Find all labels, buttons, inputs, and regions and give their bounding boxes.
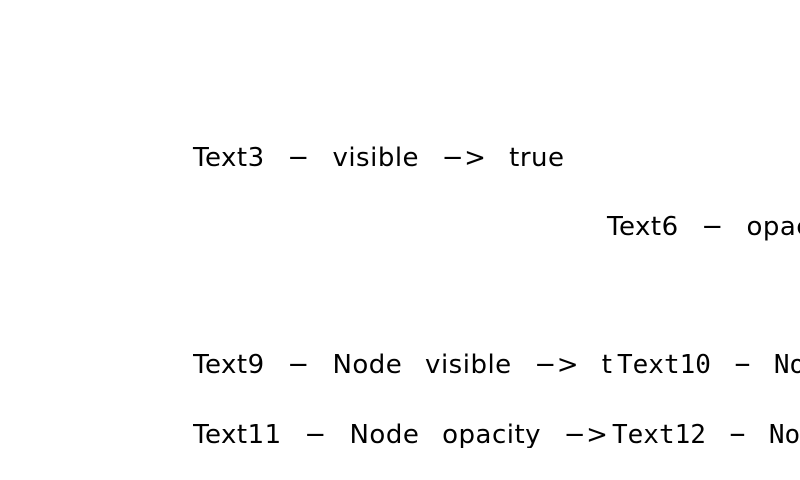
text-node-text11: Text11 − Node opacity −> 0 [193,422,610,448]
text-node-text6: Text6 − opacity [607,212,800,242]
text-node-text3: Text3 − visible −> true [193,143,565,173]
text-node-text12: Text12 − Node [612,420,800,450]
text-node-text9: Text9 − Node visible −> true [193,352,614,378]
text-node-text10: Text10 − Node [617,350,800,380]
